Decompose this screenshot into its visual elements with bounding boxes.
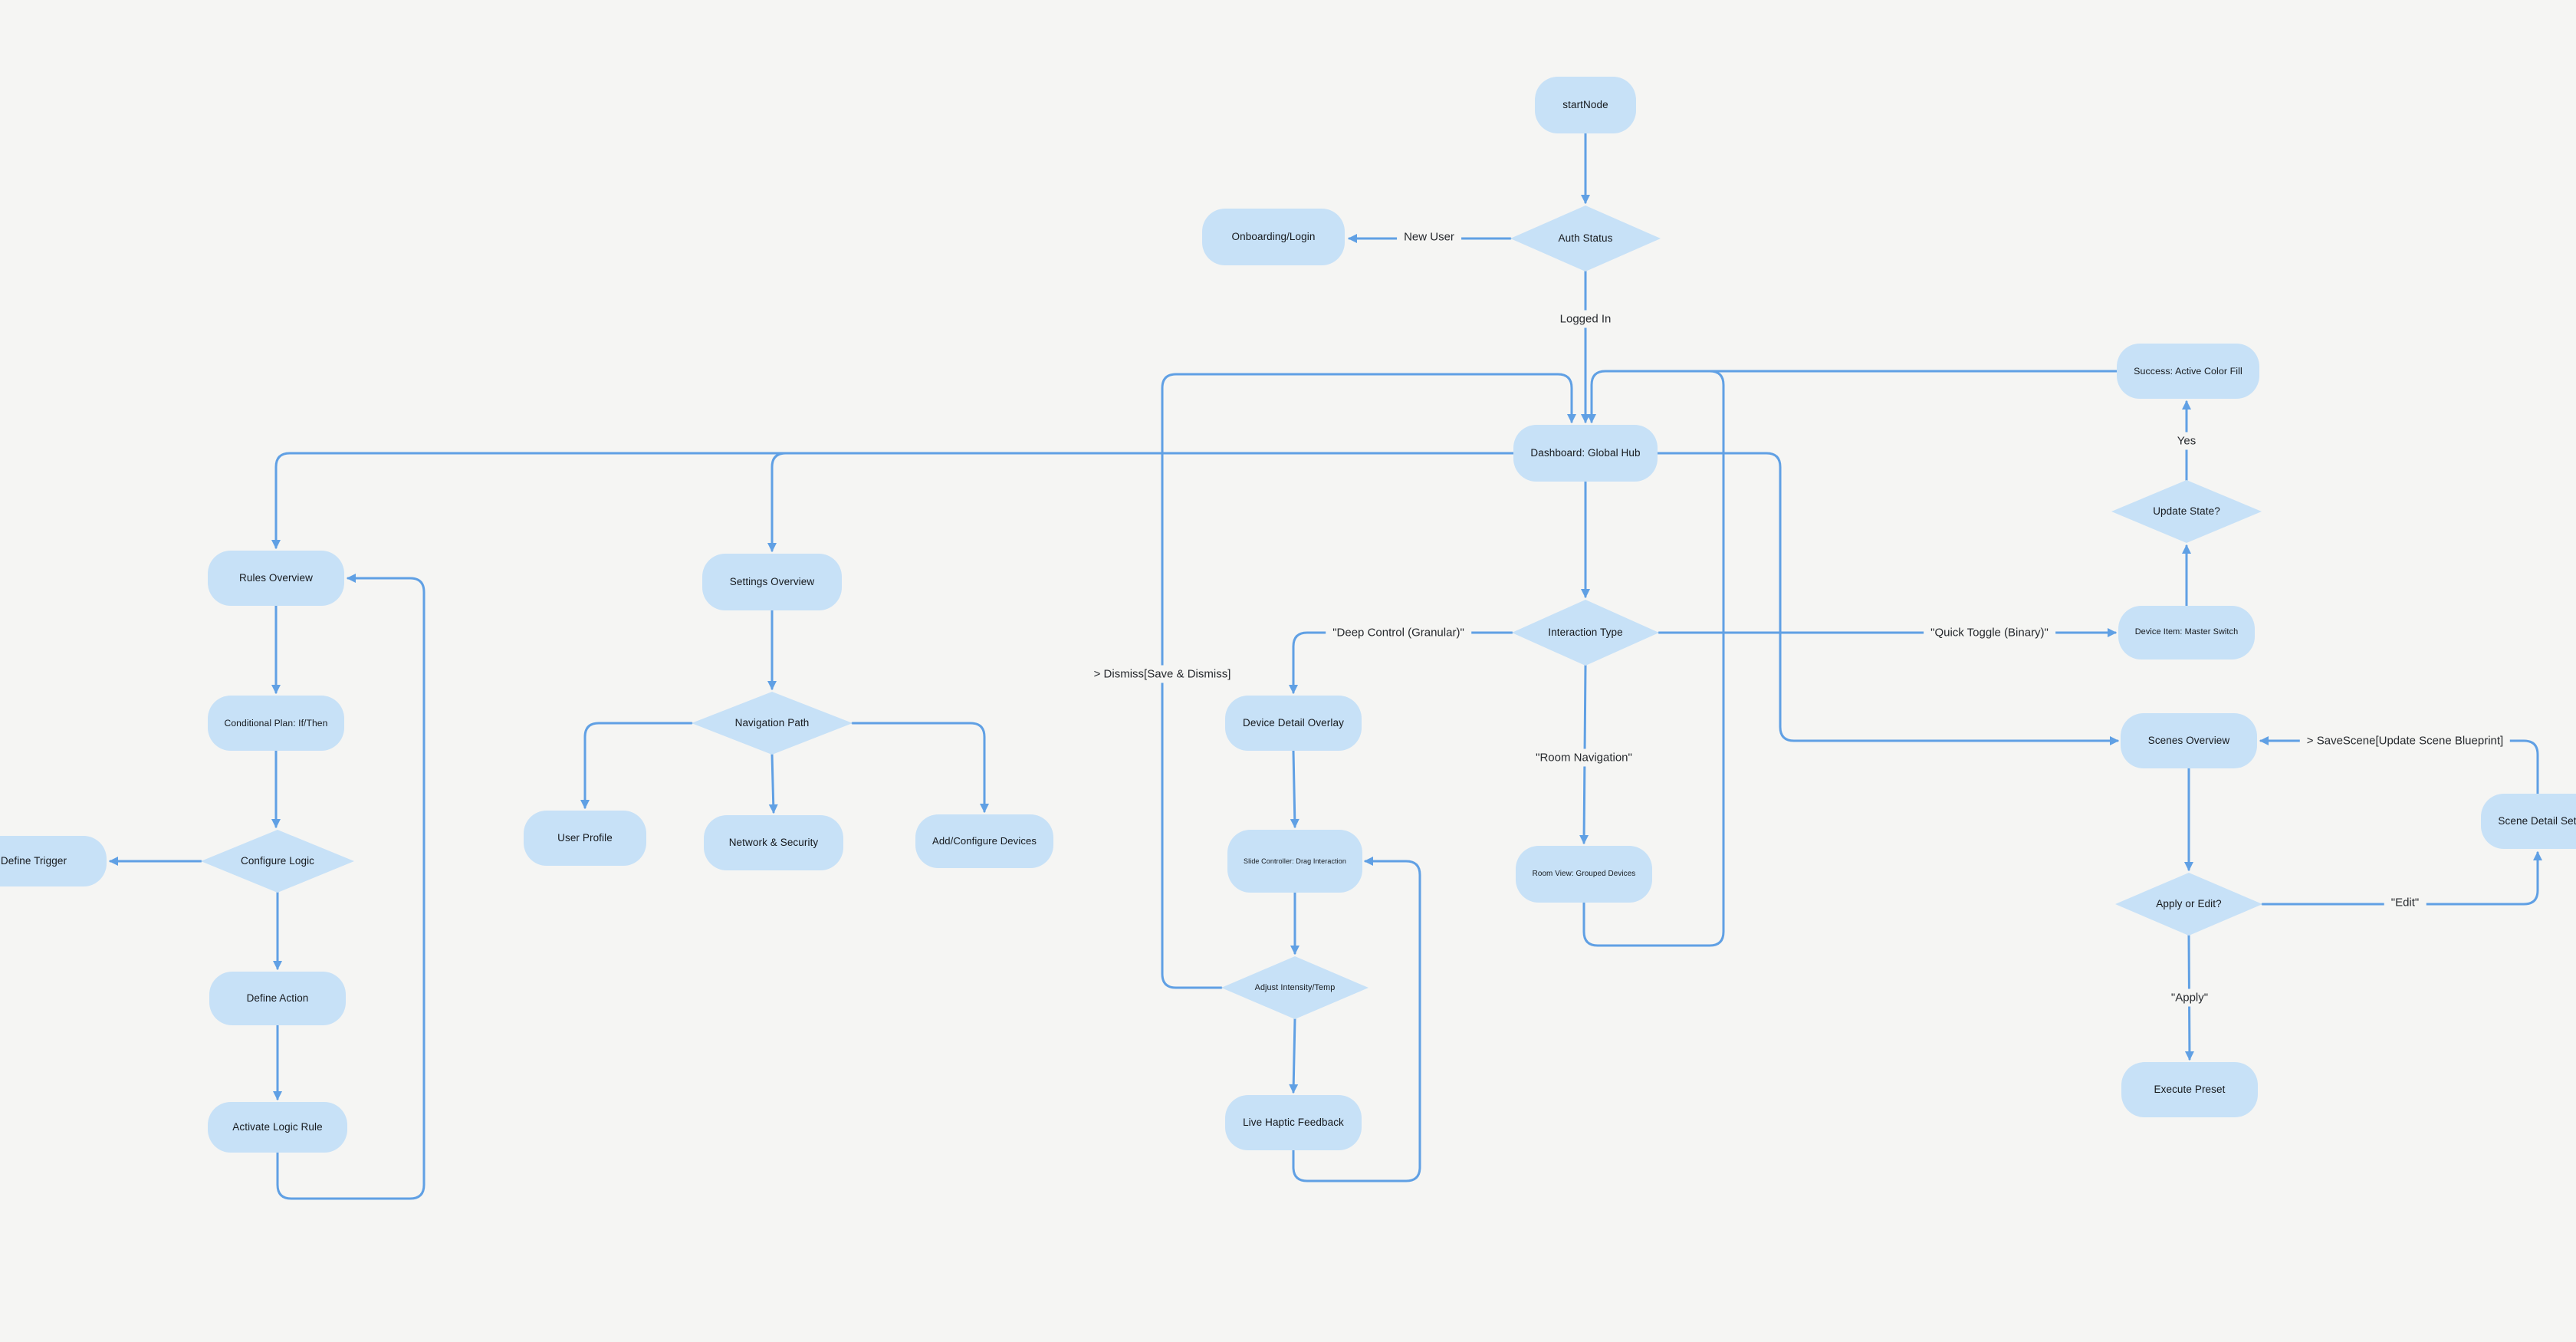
node-label-onboarding: Onboarding/Login: [1231, 230, 1316, 242]
edge-dash-to-settings: [767, 452, 787, 552]
node-label-rules: Rules Overview: [239, 571, 313, 584]
edge-haptic-to-slide: [1292, 857, 1421, 1182]
edge-label-update-to-success: Yes: [2170, 432, 2203, 450]
node-slide-ctrl: Slide Controller: Drag Interaction: [1227, 830, 1362, 893]
edge-adjust-to-haptic: [1289, 1018, 1299, 1094]
node-label-live-haptic: Live Haptic Feedback: [1243, 1116, 1344, 1128]
edge-navpath-to-profile: [580, 722, 693, 809]
edge-label-auth-to-dashboard: Logged In: [1552, 310, 1618, 328]
node-network: Network & Security: [704, 815, 843, 870]
edge-dash-to-rules: [271, 452, 1515, 549]
edge-adjust-to-dashboard: [1161, 373, 1576, 989]
node-success: Success: Active Color Fill: [2117, 344, 2259, 399]
node-execute: Execute Preset: [2121, 1062, 2258, 1117]
node-device-item: Device Item: Master Switch: [2118, 606, 2255, 659]
node-label-dashboard: Dashboard: Global Hub: [1530, 446, 1641, 459]
edge-label-inter-to-deviceitem: "Quick Toggle (Binary)": [1924, 623, 2055, 642]
node-label-scene-detail: Scene Detail Settings: [2498, 814, 2576, 827]
edge-navpath-to-network: [768, 753, 778, 814]
node-label-device-item: Device Item: Master Switch: [2134, 627, 2239, 637]
node-scenes: Scenes Overview: [2121, 713, 2257, 768]
node-label-activate-rule: Activate Logic Rule: [232, 1120, 323, 1133]
edge-label-adjust-to-dashboard: > Dismiss[Save & Dismiss]: [1086, 665, 1238, 683]
edge-applyedit-to-scenedetail: [2261, 851, 2542, 906]
node-label-apply-edit: Apply or Edit?: [2156, 897, 2222, 909]
node-label-auth-status: Auth Status: [1558, 232, 1613, 244]
node-label-scenes: Scenes Overview: [2147, 734, 2230, 746]
edge-label-applyedit-to-scenedetail: "Edit": [2384, 893, 2426, 912]
node-add-devices: Add/Configure Devices: [915, 814, 1053, 868]
node-scene-detail: Scene Detail Settings: [2481, 794, 2576, 849]
edge-scenedetail-to-scenes: [2259, 736, 2539, 795]
node-label-adjust: Adjust Intensity/Temp: [1254, 982, 1336, 992]
node-onboarding: Onboarding/Login: [1202, 209, 1345, 265]
edge-navpath-to-adddevices: [851, 722, 989, 813]
node-label-slide-ctrl: Slide Controller: Drag Interaction: [1244, 857, 1346, 865]
node-settings: Settings Overview: [702, 554, 842, 610]
node-label-network: Network & Security: [728, 836, 819, 848]
node-define-trigger: Define Trigger: [0, 836, 107, 886]
node-rules: Rules Overview: [208, 551, 344, 606]
node-label-add-devices: Add/Configure Devices: [932, 835, 1037, 847]
node-label-room-view: Room View: Grouped Devices: [1532, 870, 1636, 879]
edge-label-applyedit-to-execute: "Apply": [2164, 988, 2216, 1007]
edge-inter-to-detail: [1289, 631, 1513, 694]
edge-roomview-to-dashboard: [1582, 370, 1725, 947]
node-label-user-profile: User Profile: [557, 831, 613, 844]
node-user-profile: User Profile: [524, 811, 646, 866]
node-label-settings: Settings Overview: [729, 575, 815, 587]
node-label-define-trigger: Define Trigger: [0, 854, 67, 867]
node-label-interaction: Interaction Type: [1548, 626, 1623, 638]
edge-label-inter-to-roomview: "Room Navigation": [1529, 748, 1639, 767]
node-label-execute: Execute Preset: [2154, 1083, 2226, 1095]
node-conditional: Conditional Plan: If/Then: [208, 696, 344, 751]
node-start: startNode: [1535, 77, 1636, 133]
node-activate-rule: Activate Logic Rule: [208, 1102, 347, 1153]
node-label-device-detail: Device Detail Overlay: [1243, 716, 1344, 729]
node-dashboard: Dashboard: Global Hub: [1513, 425, 1658, 482]
edge-dash-to-scenes: [1656, 452, 2119, 745]
edge-success-to-dashboard: [1587, 370, 2118, 423]
node-label-conditional: Conditional Plan: If/Then: [224, 717, 328, 729]
node-define-action: Define Action: [209, 972, 346, 1025]
edge-label-inter-to-detail: "Deep Control (Granular)": [1326, 623, 1471, 642]
edge-label-scenedetail-to-scenes: > SaveScene[Update Scene Blueprint]: [2299, 732, 2511, 750]
edge-detail-to-slide: [1290, 749, 1300, 828]
node-live-haptic: Live Haptic Feedback: [1225, 1095, 1362, 1150]
node-label-configure-logic: Configure Logic: [240, 854, 315, 867]
edge-activate-to-rules: [276, 574, 426, 1200]
node-label-update-state: Update State?: [2153, 505, 2220, 517]
node-device-detail: Device Detail Overlay: [1225, 696, 1362, 751]
node-label-start: startNode: [1562, 98, 1608, 110]
node-label-nav-path: Navigation Path: [734, 716, 810, 729]
node-room-view: Room View: Grouped Devices: [1516, 846, 1652, 903]
edge-label-auth-to-onboarding: New User: [1397, 228, 1461, 246]
node-label-success: Success: Active Color Fill: [2134, 365, 2242, 377]
node-label-define-action: Define Action: [246, 992, 309, 1004]
